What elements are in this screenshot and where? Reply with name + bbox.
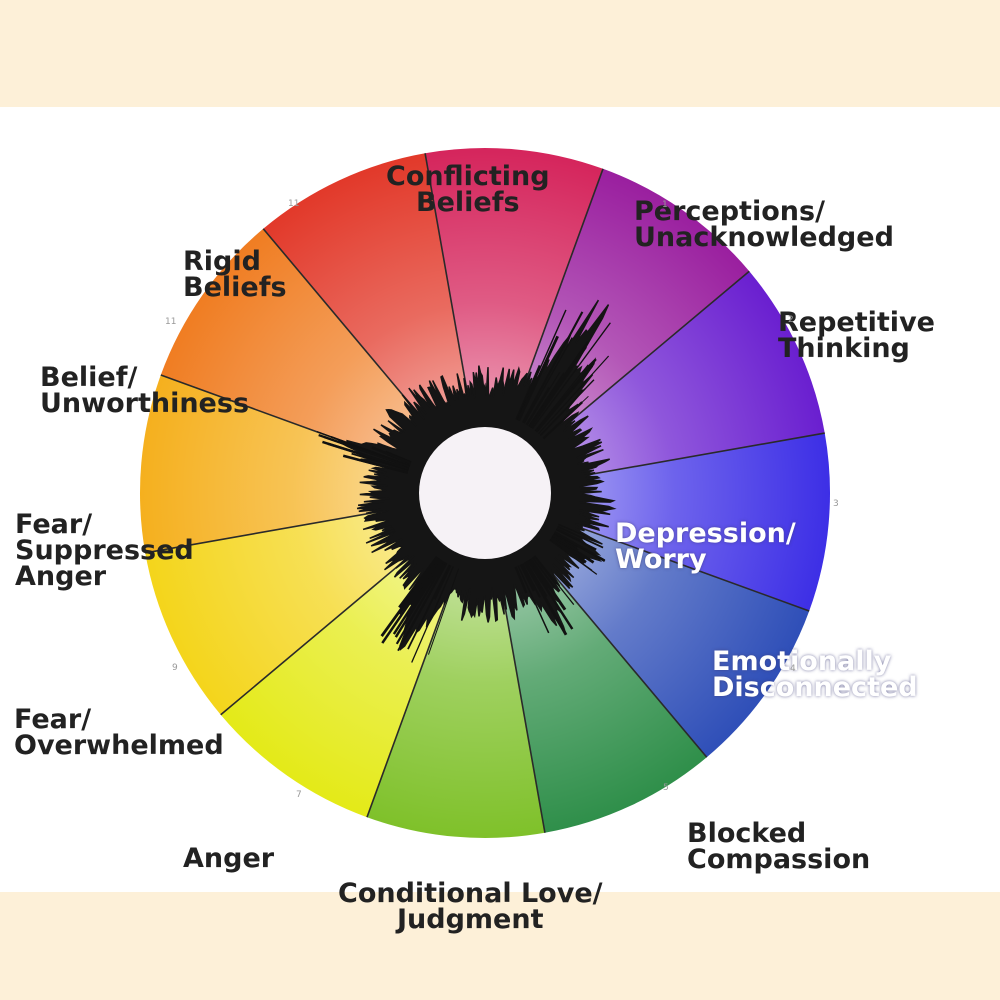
- spike-line: [528, 559, 549, 589]
- spike-line: [342, 454, 408, 474]
- spike-line: [411, 566, 454, 663]
- spike-line: [534, 364, 589, 432]
- spike-line: [534, 555, 575, 606]
- spike-line: [407, 564, 451, 650]
- spike-line: [381, 558, 441, 644]
- spike-line: [398, 557, 440, 615]
- spike-line: [322, 440, 410, 471]
- spike-line: [523, 337, 573, 424]
- spike-line: [515, 364, 542, 421]
- center-circle: [419, 427, 551, 559]
- spike-line: [433, 564, 452, 600]
- spike-line: [521, 563, 541, 598]
- index-number: 3: [833, 499, 839, 509]
- index-number: 7: [296, 790, 302, 800]
- spike-line: [525, 387, 551, 426]
- label-belief-unworthiness: Belief/Unworthiness: [40, 362, 250, 419]
- index-number: 5: [663, 783, 669, 793]
- index-number: 1: [662, 200, 668, 210]
- spike-line: [529, 558, 567, 611]
- spike-line: [529, 404, 546, 428]
- spike-line: [554, 531, 606, 562]
- spike-line: [539, 379, 595, 436]
- spike-line: [538, 355, 610, 435]
- spike-line: [428, 568, 460, 655]
- label-perceptions-unacknowledged: Perceptions/Unacknowledged: [634, 196, 894, 253]
- spike-line: [521, 311, 584, 424]
- spike-line: [516, 309, 567, 421]
- spike-line: [397, 562, 448, 652]
- spike-line: [528, 372, 565, 427]
- spike-line: [552, 532, 578, 550]
- spike-line: [514, 566, 528, 594]
- spike-line: [550, 537, 587, 564]
- spike-line: [556, 527, 581, 542]
- label-conditional-love-judgment: Conditional Love/Judgment: [338, 878, 603, 935]
- spike-line: [558, 523, 586, 537]
- spike-line: [549, 539, 593, 571]
- spike-line: [389, 457, 411, 467]
- spike-line: [531, 556, 556, 588]
- index-number: 2: [788, 315, 794, 325]
- index-number: 11: [165, 317, 177, 327]
- spike-line: [535, 387, 574, 433]
- spike-line: [557, 525, 604, 549]
- label-anger: Anger: [183, 843, 275, 874]
- index-number: 4: [790, 664, 796, 674]
- spike-line: [551, 535, 571, 549]
- spike-line: [371, 446, 412, 465]
- spike-line: [517, 335, 559, 422]
- spike-line: [394, 560, 444, 638]
- spike-line: [517, 565, 550, 634]
- spike-line: [412, 556, 439, 592]
- index-number: 9: [172, 663, 178, 673]
- spike-line: [527, 560, 543, 583]
- color-wheel: [140, 148, 830, 838]
- spike-line: [523, 561, 568, 636]
- spike-line: [533, 555, 557, 585]
- spike-line: [552, 534, 579, 552]
- index-number: 11: [288, 199, 300, 209]
- label-depression-worry: Depression/Worry: [615, 518, 796, 575]
- spike-line: [543, 395, 589, 439]
- spike-line: [318, 433, 410, 468]
- label-fear-overwhelmed: Fear/Overwhelmed: [14, 704, 224, 761]
- spike-line: [531, 322, 611, 429]
- spike-line: [525, 561, 545, 594]
- spike-line: [395, 561, 446, 645]
- spike-line: [351, 452, 409, 472]
- spike-line: [392, 559, 443, 635]
- spike-line: [519, 563, 536, 592]
